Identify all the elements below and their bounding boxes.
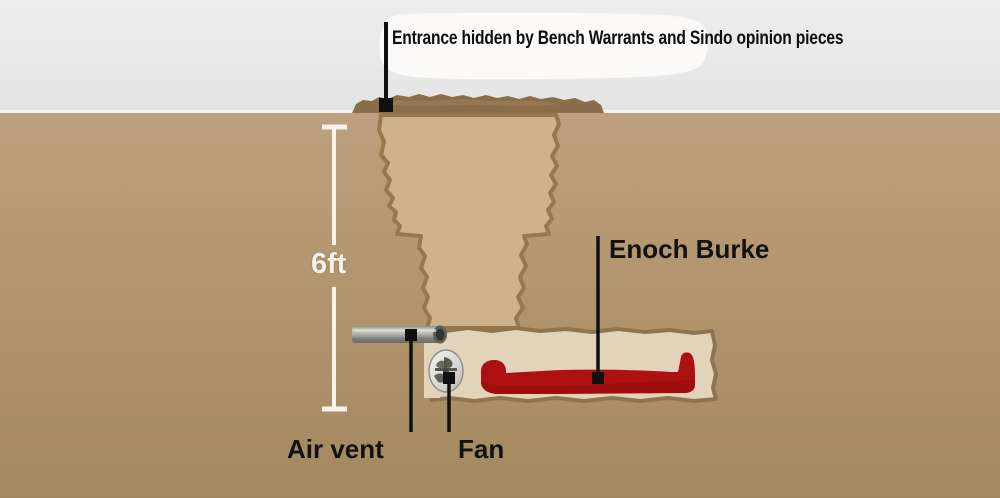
depth-measurement-line [322, 124, 347, 412]
air-vent-pipe [352, 325, 447, 344]
entrance-pointer-dot [379, 98, 393, 112]
occupant-body-silhouette [481, 352, 695, 394]
callout-background-blob [379, 12, 708, 80]
occupant-pointer-dot [592, 372, 604, 384]
callout-pointer-lines [379, 22, 604, 432]
fan-pointer-dot [443, 372, 455, 384]
vent-pointer-dot [405, 329, 417, 341]
ventilation-fan [428, 349, 464, 393]
dirt-mound-highlight [380, 99, 560, 106]
occupant-body-shading [481, 380, 695, 394]
